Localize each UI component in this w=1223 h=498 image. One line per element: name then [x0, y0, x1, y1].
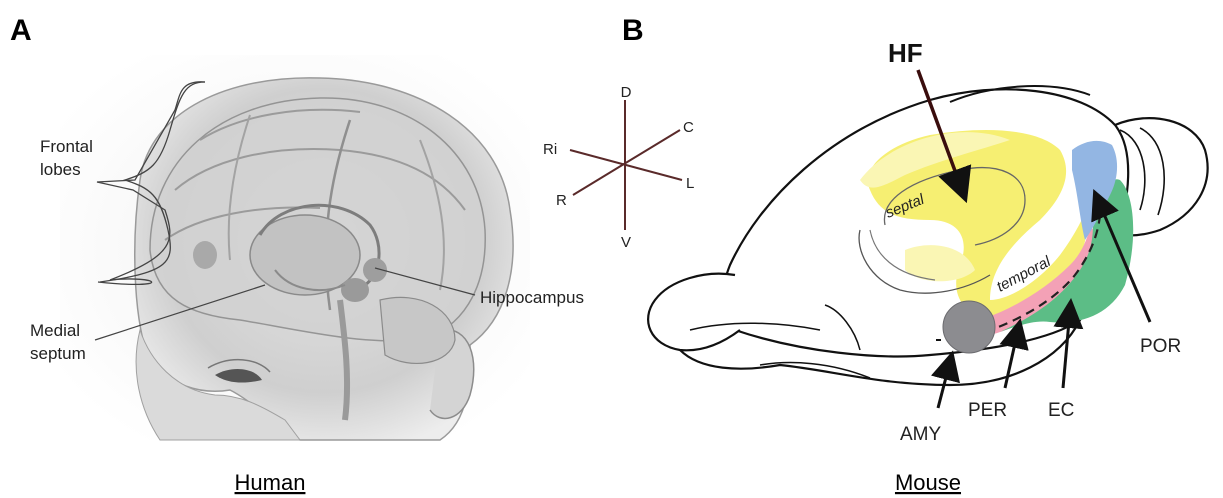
hippocampus-label: Hippocampus	[480, 288, 584, 307]
panel-a-caption: Human	[235, 470, 306, 495]
axis-label-r: R	[556, 192, 567, 209]
ec-label: EC	[1048, 400, 1074, 421]
per-label: PER	[968, 400, 1007, 421]
amy-label: AMY	[900, 424, 942, 445]
human-head-illustration	[135, 78, 513, 440]
panel-b-caption: Mouse	[895, 470, 961, 495]
olfactory-bulb-outline	[648, 274, 740, 351]
axis-label-c: C	[683, 119, 694, 136]
hf-label: HF	[888, 38, 923, 68]
panel-a-letter: A	[10, 14, 32, 47]
amy-region	[943, 301, 995, 353]
panel-b-letter: B	[622, 14, 644, 47]
orientation-axes: D V C L Ri R	[543, 84, 694, 251]
septum-label-line2: septum	[30, 344, 86, 363]
septum-label-line1: Medial	[30, 321, 80, 340]
axis-label-ri: Ri	[543, 141, 557, 158]
panel-a: A	[10, 14, 584, 495]
frontal-label-line2: lobes	[40, 160, 81, 179]
panel-b: B D V C L Ri R	[543, 14, 1208, 495]
por-label: POR	[1140, 336, 1181, 357]
axis-rostral-caudal	[573, 130, 680, 195]
axis-label-v: V	[621, 234, 631, 251]
frontal-label-line1: Frontal	[40, 137, 93, 156]
axis-label-d: D	[621, 84, 632, 101]
axis-label-l: L	[686, 175, 694, 192]
